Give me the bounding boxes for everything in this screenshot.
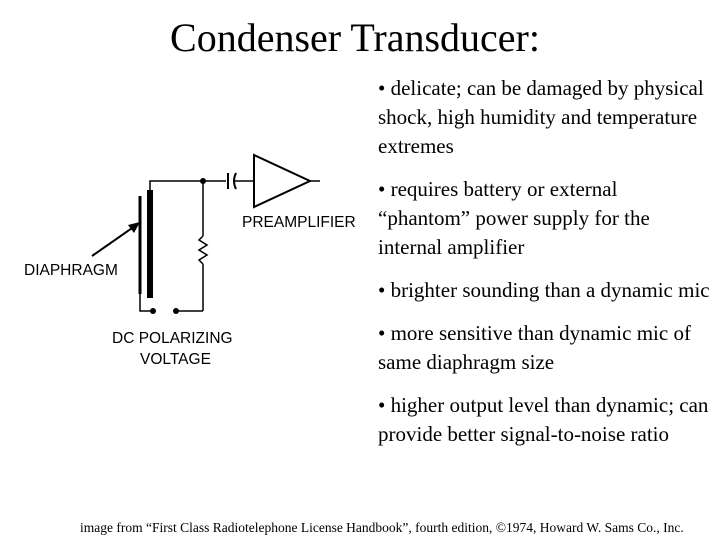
bullet-list: • delicate; can be damaged by physical s… [378,74,713,463]
resistor-icon [197,235,209,265]
terminal-right [173,308,179,314]
image-credit-caption: image from “First Class Radiotelephone L… [80,520,684,535]
condenser-circuit-diagram: PREAMPLIFIER DIAPHRAGM DC POLARIZING VOL… [24,153,356,368]
bullet-item: • higher output level than dynamic; can … [378,393,709,446]
amplifier-triangle-icon [253,153,313,209]
preamplifier-label: PREAMPLIFIER [242,214,356,231]
polarizing-label-line1: DC POLARIZING [112,330,233,347]
diaphragm-arrow [91,225,136,257]
bullet-item: • more sensitive than dynamic mic of sam… [378,321,691,374]
polarizing-label-line2: VOLTAGE [140,351,211,368]
arrow-head-icon [128,222,140,233]
slide-title: Condenser Transducer: [170,15,540,60]
bullet-item: • delicate; can be damaged by physical s… [378,76,704,158]
bullet-item: • requires battery or external “phantom”… [378,177,650,259]
ground-wire [139,294,150,312]
diaphragm-label: DIAPHRAGM [24,262,118,279]
bullet-item: • brighter sounding than a dynamic mic [378,278,710,302]
terminal-left [150,308,156,314]
signal-wire [149,180,226,192]
